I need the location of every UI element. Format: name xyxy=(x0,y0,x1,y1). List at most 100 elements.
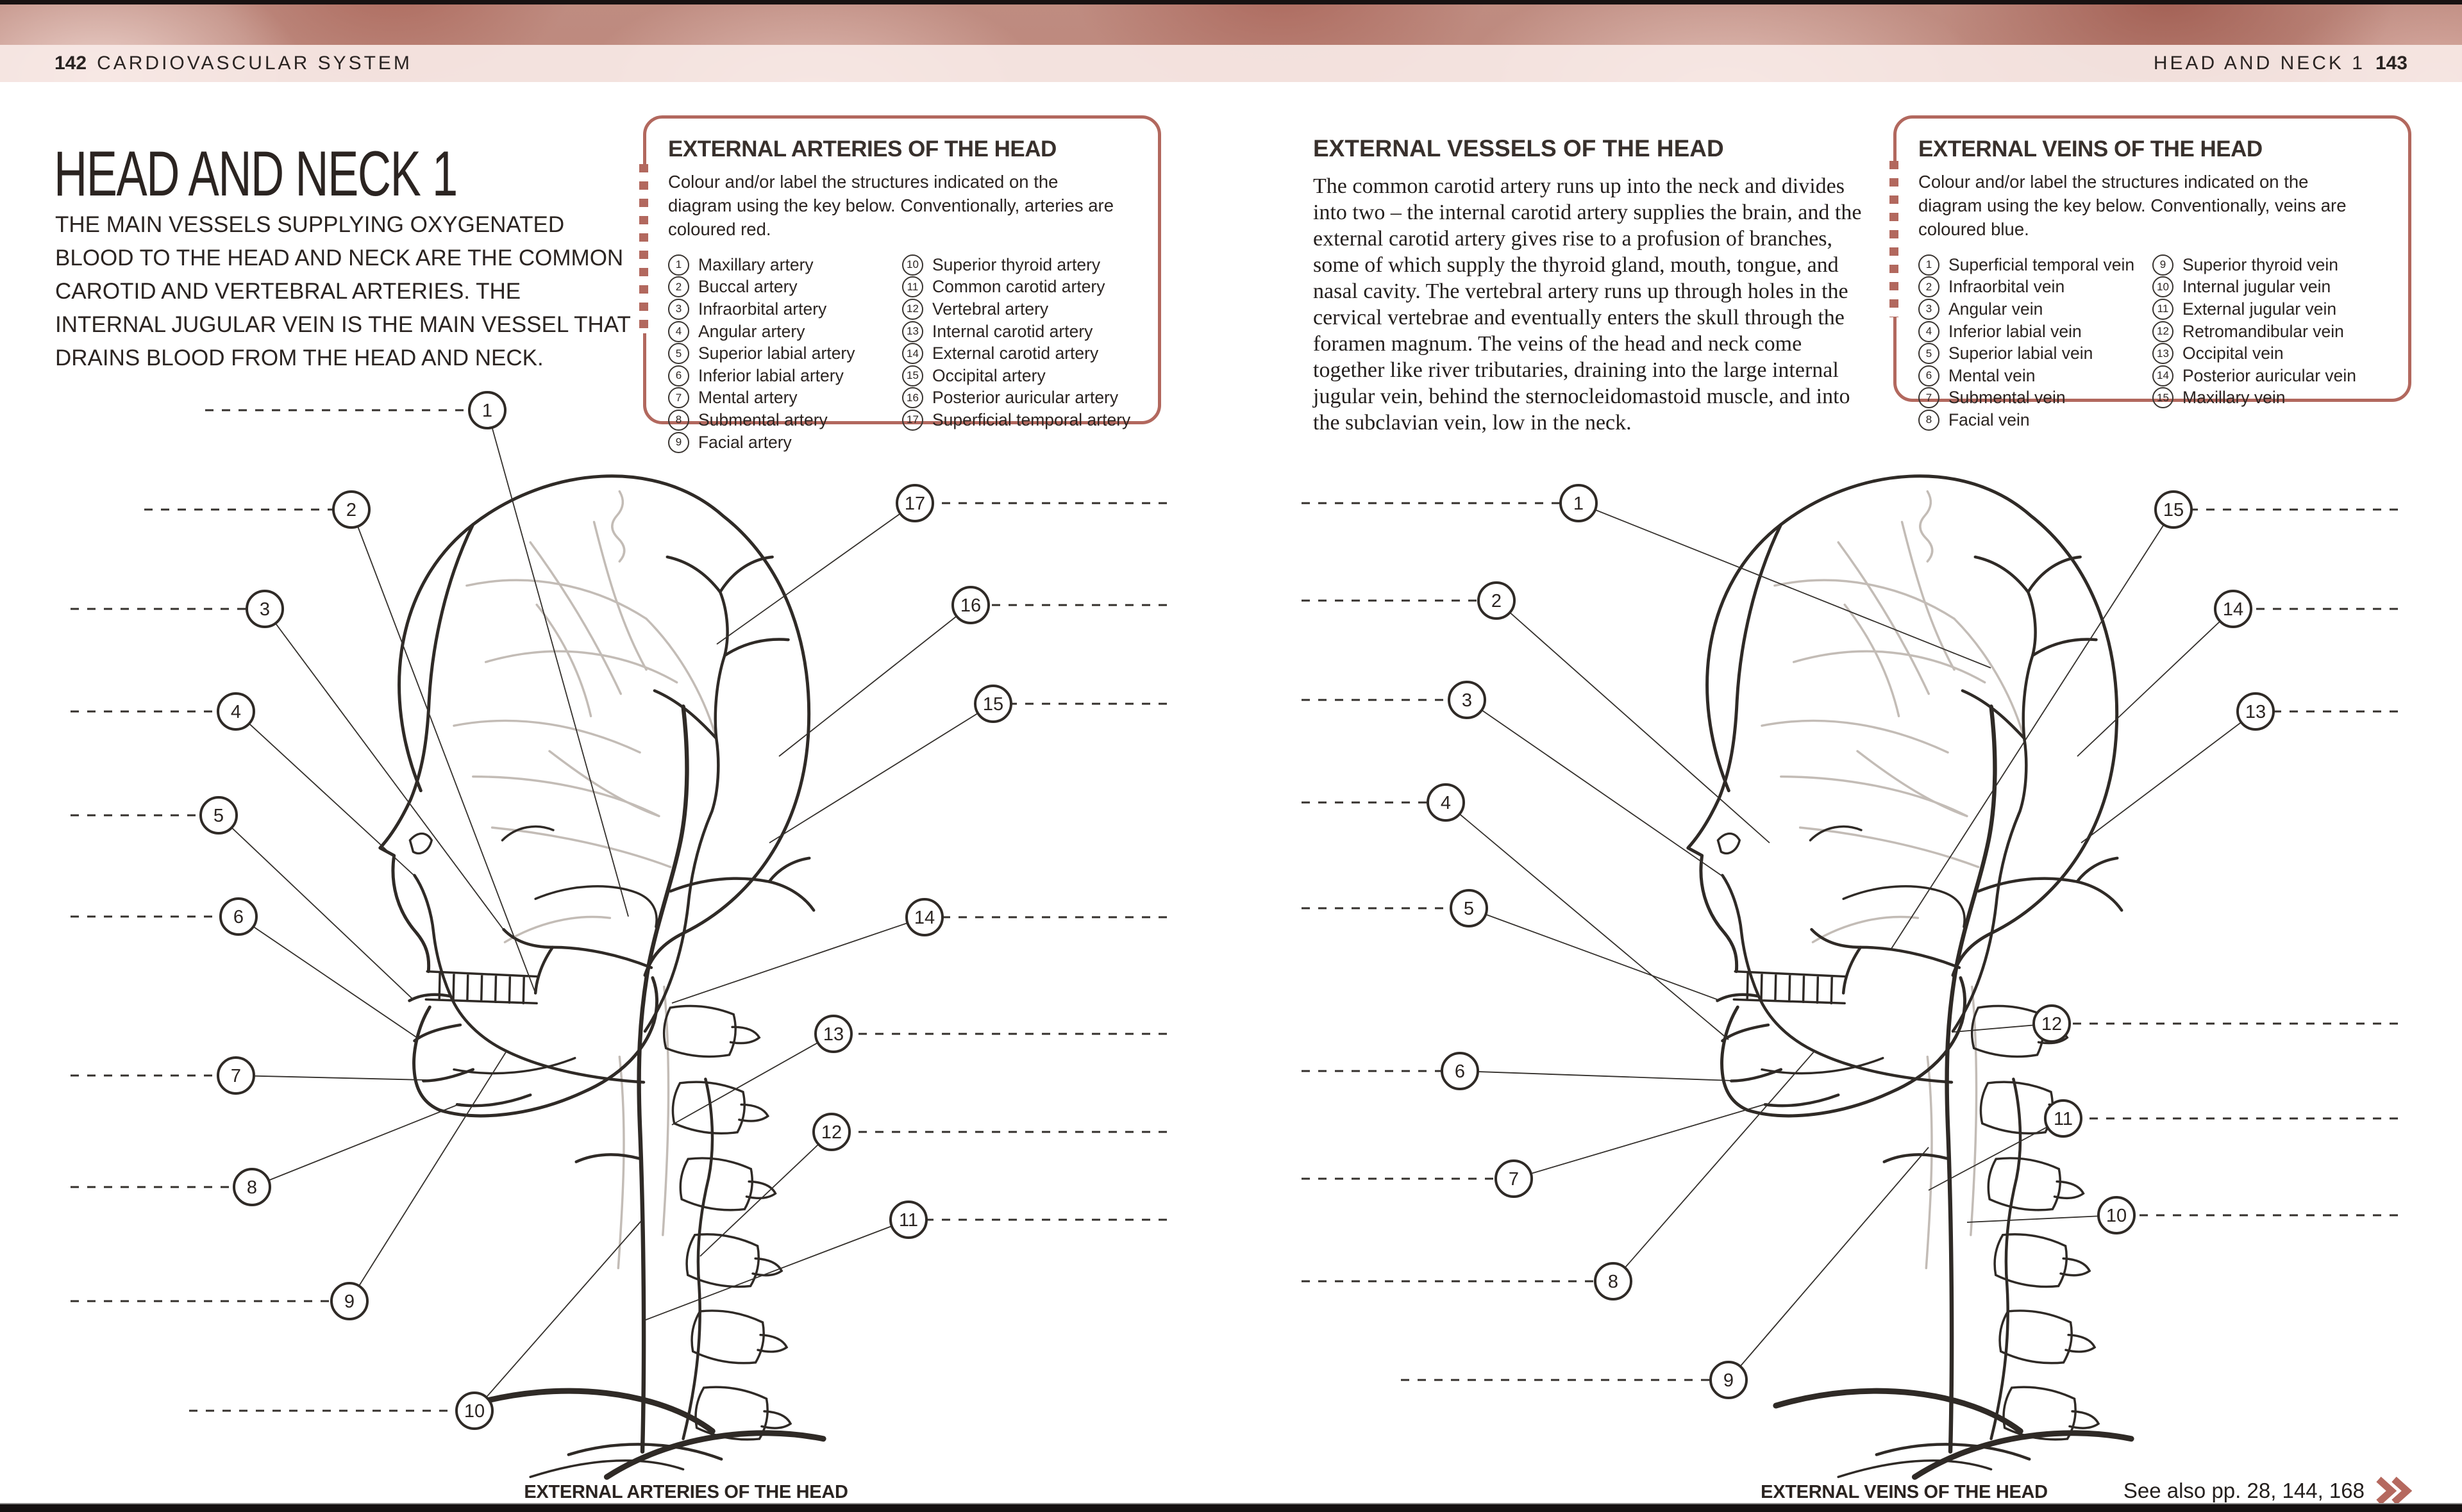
callout-circle xyxy=(2236,692,2275,731)
key-box-arteries: EXTERNAL ARTERIES OF THE HEAD Colour and… xyxy=(639,115,1161,453)
callout-circle xyxy=(1450,889,1488,927)
callout-number: 11 xyxy=(899,1210,918,1231)
callout-circle xyxy=(889,1200,928,1239)
key-box-arteries-inner: EXTERNAL ARTERIES OF THE HEAD Colour and… xyxy=(646,119,1158,453)
callout-leader-line xyxy=(716,503,916,645)
key-item-label: Facial artery xyxy=(698,432,792,452)
callout-circle xyxy=(217,1056,255,1095)
callout-leader-line xyxy=(2077,608,2234,757)
key-item-number: 16 xyxy=(902,387,923,409)
callout-circle xyxy=(974,685,1012,723)
key-item-label: Facial vein xyxy=(1948,410,2030,429)
key-item-label: Superior thyroid vein xyxy=(2182,254,2339,274)
key-item-label: Superficial temporal vein xyxy=(1948,254,2135,274)
callout-circle xyxy=(1559,484,1598,522)
key-item-number: 15 xyxy=(902,365,923,386)
callout-number: 12 xyxy=(2041,1014,2062,1034)
key-item-label: Maxillary vein xyxy=(2182,388,2286,408)
callout-circle xyxy=(199,796,238,835)
see-also-text: See also pp. 28, 144, 168 xyxy=(2123,1479,2365,1502)
key-item: 11 Common carotid artery xyxy=(902,276,1136,299)
key-item-label: Angular vein xyxy=(1948,299,2043,319)
callout-circle xyxy=(332,490,371,529)
callout-number: 9 xyxy=(1723,1370,1734,1391)
key-item-number: 12 xyxy=(2152,320,2173,342)
key-item-label: Submental artery xyxy=(698,410,828,429)
vessels-body-text: The common carotid artery runs up into t… xyxy=(1313,174,1862,435)
callout-number: 14 xyxy=(2223,599,2243,620)
key-item-label: Inferior labial vein xyxy=(1948,321,2082,341)
callout-leader-line xyxy=(349,1051,507,1302)
key-item-number: 6 xyxy=(1918,365,1939,386)
callout-number: 2 xyxy=(1491,591,1502,611)
callout-number: 3 xyxy=(260,599,270,620)
key-item: 8 Submental artery xyxy=(668,409,902,431)
callout-number: 5 xyxy=(1464,899,1474,919)
key-item-number: 15 xyxy=(2152,387,2173,409)
callout-number: 1 xyxy=(482,401,492,421)
key-item-label: Superior labial artery xyxy=(698,344,855,363)
callout-number: 3 xyxy=(1462,690,1472,711)
callout-circle xyxy=(468,391,507,429)
key-item-number: 7 xyxy=(668,387,689,409)
callout-number: 2 xyxy=(346,500,356,520)
callout-leader-line xyxy=(1496,600,1770,843)
callout-leader-line xyxy=(2081,711,2256,843)
callout-circle xyxy=(896,484,934,522)
key-item-number: 11 xyxy=(902,276,923,298)
callout-circle xyxy=(1448,681,1486,719)
callout-circle xyxy=(2214,590,2252,628)
key-item-number: 3 xyxy=(668,298,689,320)
callout-leader-line xyxy=(264,608,504,930)
callout-leader-line xyxy=(1966,1215,2117,1223)
page-title: HEAD AND NECK 1 xyxy=(54,138,458,210)
key-item-label: External carotid artery xyxy=(932,344,1099,363)
key-item-number: 4 xyxy=(1918,320,1939,342)
callout-number: 4 xyxy=(231,702,241,722)
key-item-number: 1 xyxy=(668,254,689,276)
callout-leader-line xyxy=(238,916,419,1039)
callout-leader-line xyxy=(1466,699,1724,877)
callout-leader-line xyxy=(778,604,971,757)
key-item-label: External jugular vein xyxy=(2182,299,2337,319)
key-item-number: 4 xyxy=(668,320,689,342)
key-item: 15 Maxillary vein xyxy=(2152,387,2386,410)
key-item-number: 7 xyxy=(1918,387,1939,409)
callout-circle xyxy=(219,897,258,936)
see-also: See also pp. 28, 144, 168 xyxy=(2123,1477,2412,1505)
callout-number: 13 xyxy=(823,1024,844,1045)
key-item-number: 8 xyxy=(668,409,689,431)
key-box-veins-instructions: Colour and/or label the structures indic… xyxy=(1918,172,2347,239)
key-box-arteries-title: EXTERNAL ARTERIES OF THE HEAD xyxy=(668,137,1057,162)
callout-number: 17 xyxy=(905,494,925,514)
intro-text: THE MAIN VESSELS SUPPLYING OXYGENATED BL… xyxy=(55,212,631,370)
callout-circle xyxy=(1441,1052,1479,1090)
callout-leader-line xyxy=(671,1033,834,1126)
callout-circle xyxy=(2097,1196,2136,1234)
key-item-label: Posterior auricular artery xyxy=(932,388,1119,408)
key-item-label: Vertebral artery xyxy=(932,299,1049,319)
callout-leader-line xyxy=(1928,1118,2064,1191)
key-item-label: Common carotid artery xyxy=(932,277,1105,297)
